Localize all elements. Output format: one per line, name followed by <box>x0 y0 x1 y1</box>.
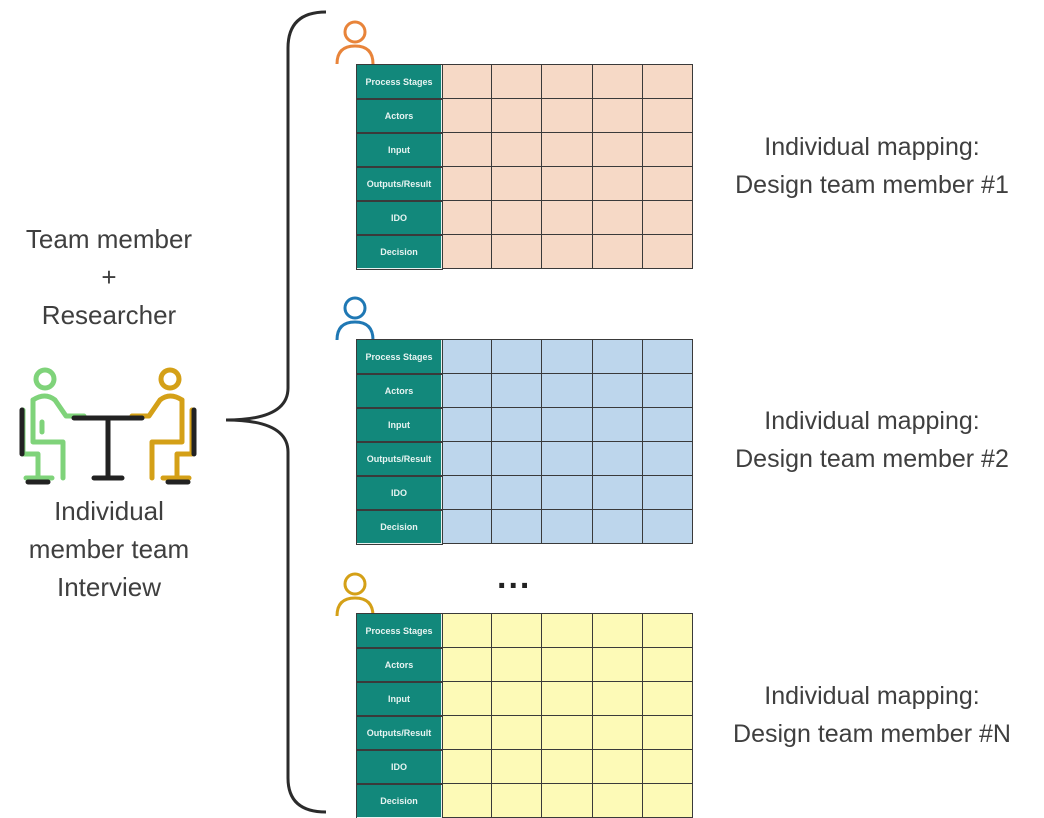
mapping-caption-1: Individual mapping: Design team member #… <box>700 128 1044 204</box>
caption-line-1: Individual <box>54 496 164 526</box>
row-label-process-stages: Process Stages <box>355 338 443 375</box>
participants-line-3: Researcher <box>41 300 177 330</box>
mapping-caption-line: Design team member #2 <box>735 445 1009 473</box>
row-label-ido: IDO <box>355 474 443 511</box>
user-icon <box>335 572 375 617</box>
row-label-decision: Decision <box>355 233 443 270</box>
interview-participants-label: Team member + Researcher <box>0 220 218 334</box>
mapping-table-3: Process Stages Actors Input Outputs/Resu… <box>355 612 694 818</box>
user-icon <box>335 20 375 65</box>
row-label-process-stages: Process Stages <box>355 612 443 649</box>
mapping-caption-line: Design team member #1 <box>735 171 1009 199</box>
row-label-process-stages: Process Stages <box>355 63 443 100</box>
mapping-caption-line: Individual mapping: <box>764 133 980 161</box>
row-label-input: Input <box>355 406 443 443</box>
participants-line-2: + <box>101 262 117 292</box>
row-label-actors: Actors <box>355 97 443 134</box>
row-label-actors: Actors <box>355 646 443 683</box>
row-label-input: Input <box>355 680 443 717</box>
caption-line-3: Interview <box>56 572 162 602</box>
row-label-decision: Decision <box>355 782 443 818</box>
row-label-outputs: Outputs/Result <box>355 440 443 477</box>
row-label-decision: Decision <box>355 508 443 545</box>
interview-caption: Individual member team Interview <box>0 492 218 606</box>
row-label-ido: IDO <box>355 748 443 785</box>
mapping-caption-3: Individual mapping: Design team member #… <box>700 677 1044 753</box>
user-icon <box>335 296 375 341</box>
mapping-caption-line: Individual mapping: <box>764 407 980 435</box>
row-label-outputs: Outputs/Result <box>355 165 443 202</box>
row-label-ido: IDO <box>355 199 443 236</box>
row-label-outputs: Outputs/Result <box>355 714 443 751</box>
row-label-input: Input <box>355 131 443 168</box>
participants-line-1: Team member <box>25 224 193 254</box>
mapping-caption-2: Individual mapping: Design team member #… <box>700 402 1044 478</box>
mapping-caption-line: Design team member #N <box>733 720 1011 748</box>
brace <box>225 10 327 814</box>
interview-icon <box>19 367 197 485</box>
mapping-table-1: Process Stages Actors Input Outputs/Resu… <box>355 63 694 270</box>
ellipsis: ... <box>497 558 532 596</box>
mapping-table-2: Process Stages Actors Input Outputs/Resu… <box>355 338 694 545</box>
mapping-caption-line: Individual mapping: <box>764 682 980 710</box>
caption-line-2: member team <box>28 534 190 564</box>
row-label-actors: Actors <box>355 372 443 409</box>
